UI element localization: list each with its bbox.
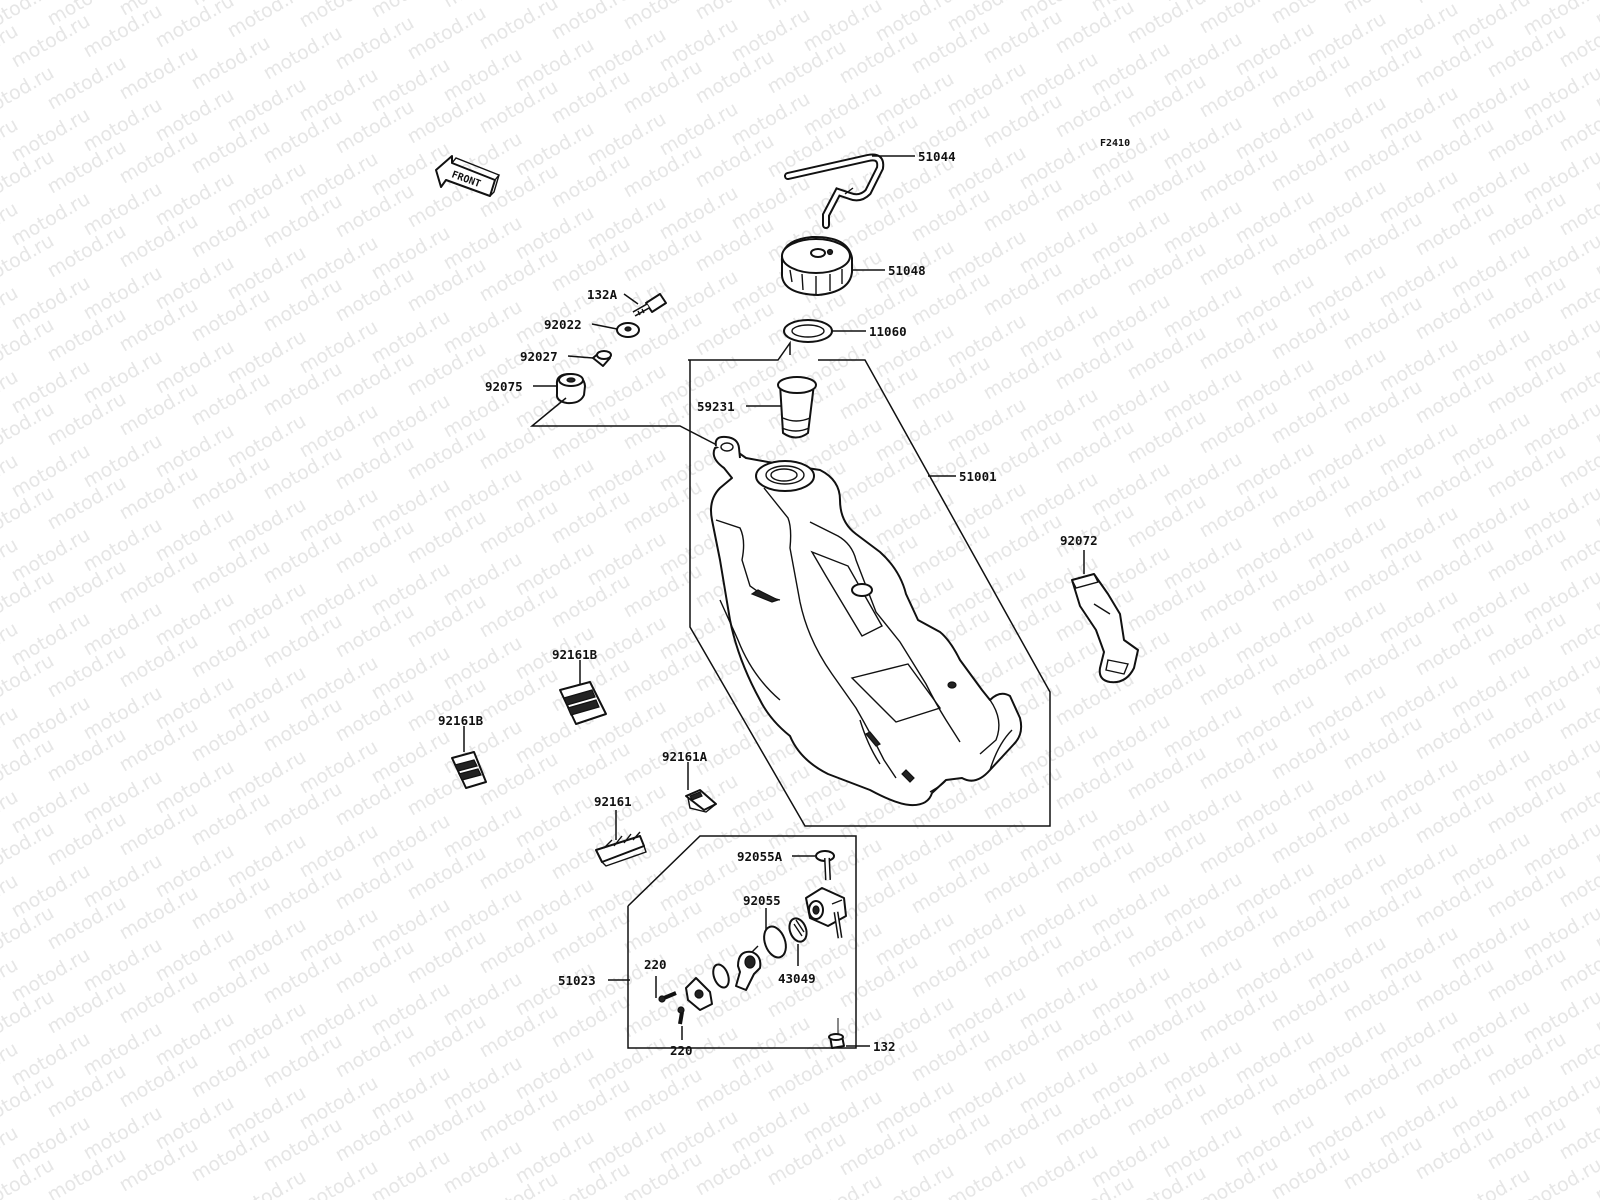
washer-92022	[616, 322, 640, 338]
watermark-text: motod.ru	[1124, 0, 1210, 48]
watermark-text: motod.ru	[548, 0, 634, 44]
part-label-92022: 92022	[544, 317, 582, 332]
part-label-51044: 51044	[918, 149, 956, 164]
watermark-text: motod.ru	[44, 52, 130, 115]
part-label-51001: 51001	[959, 469, 997, 484]
watermark-text: motod.ru	[332, 12, 418, 75]
part-label-92027: 92027	[520, 349, 558, 364]
damper-92075	[555, 373, 586, 405]
filter-59231	[777, 376, 817, 439]
part-label-132: 132	[873, 1039, 896, 1054]
screw-220-2	[677, 1006, 685, 1025]
part-label-220-1: 220	[644, 957, 667, 972]
part-label-92055A: 92055A	[737, 849, 783, 864]
part-label-92072: 92072	[1060, 533, 1098, 548]
figure-code: F2410	[1100, 138, 1130, 149]
part-label-92161: 92161	[594, 794, 632, 809]
part-label-59231: 59231	[697, 399, 735, 414]
watermark-text: motod.ru	[1520, 1154, 1600, 1200]
watermark-text: motod.ru	[188, 32, 274, 95]
part-label-92161B-1: 92161B	[552, 647, 598, 662]
watermark-text: motod.ru	[1196, 0, 1282, 38]
part-label-92161A: 92161A	[662, 749, 708, 764]
cap-gasket	[783, 319, 833, 343]
part-label-220-2: 220	[670, 1043, 693, 1058]
fuel-cap	[780, 235, 853, 296]
part-label-92055: 92055	[743, 893, 781, 908]
watermark-text: motod.ru	[944, 1150, 1030, 1200]
watermark-text: motod.ru	[1016, 1140, 1102, 1200]
part-label-92161B-2: 92161B	[438, 713, 484, 728]
watermark-text: motod.ru	[1268, 0, 1354, 28]
lever-oring	[712, 963, 730, 989]
watermark-text: motod.ru	[404, 2, 490, 65]
watermark-text: motod.ru	[116, 42, 202, 105]
watermark-text: motod.ru	[260, 22, 346, 85]
part-label-11060: 11060	[869, 324, 907, 339]
part-label-92075: 92075	[485, 379, 523, 394]
watermark-text: motod.ru	[1592, 0, 1600, 30]
part-label-51023: 51023	[558, 973, 596, 988]
part-label-43049: 43049	[778, 971, 816, 986]
part-label-132A: 132A	[587, 287, 618, 302]
part-label-51048: 51048	[888, 263, 926, 278]
